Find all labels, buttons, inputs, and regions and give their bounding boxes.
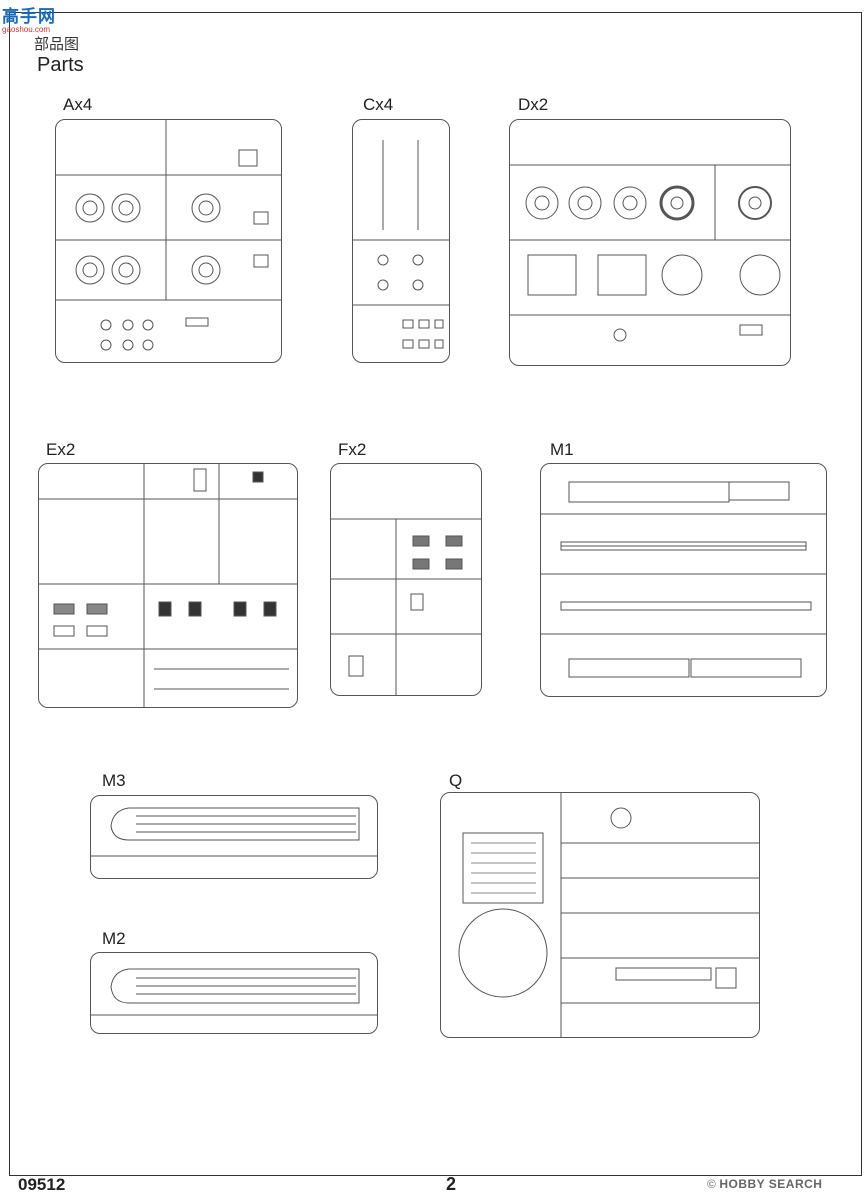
kit-number: 09512 — [18, 1175, 66, 1194]
sprue-q-label: Q — [449, 771, 463, 790]
sprue-c-diagram — [353, 140, 449, 349]
sprue-f-label: Fx2 — [338, 440, 367, 459]
page-border — [9, 12, 862, 1176]
sprue-m3 — [90, 795, 378, 879]
watermark-logo: 高手网 gaoshou.com — [2, 7, 56, 34]
watermark-brand: ©HOBBY SEARCH — [707, 1177, 822, 1191]
sprue-d-diagram — [510, 164, 790, 342]
sprue-q-diagram — [458, 793, 759, 1037]
sprue-a — [55, 119, 282, 363]
sprue-d-label: Dx2 — [518, 95, 549, 114]
sprue-m3-label: M3 — [102, 771, 126, 790]
page-title-cn: 部品图 — [34, 35, 80, 53]
brand-text: HOBBY SEARCH — [719, 1177, 823, 1191]
sprue-f — [330, 463, 482, 696]
brand-mark: © — [707, 1177, 717, 1191]
sprue-m2 — [90, 952, 378, 1034]
sprue-a-label: Ax4 — [63, 95, 93, 114]
sprue-m1-label: M1 — [550, 440, 574, 459]
sprue-m2-label: M2 — [102, 929, 126, 948]
sprue-f-diagram — [331, 518, 481, 695]
sprue-m2-diagram — [91, 968, 377, 1016]
sprue-a-diagram — [56, 120, 281, 351]
page-number: 2 — [446, 1174, 457, 1194]
sprue-m1 — [540, 463, 827, 697]
sprue-m3-diagram — [91, 807, 377, 857]
sprue-d — [509, 119, 791, 366]
page-title: Parts — [37, 54, 84, 76]
sprue-e-label: Ex2 — [46, 440, 76, 459]
sprue-c-label: Cx4 — [363, 95, 394, 114]
sprue-m1-diagram — [541, 481, 826, 678]
sprue-c — [352, 119, 450, 363]
sprue-e-diagram — [39, 464, 297, 707]
sprue-q — [440, 792, 760, 1038]
sprue-e — [38, 463, 298, 708]
